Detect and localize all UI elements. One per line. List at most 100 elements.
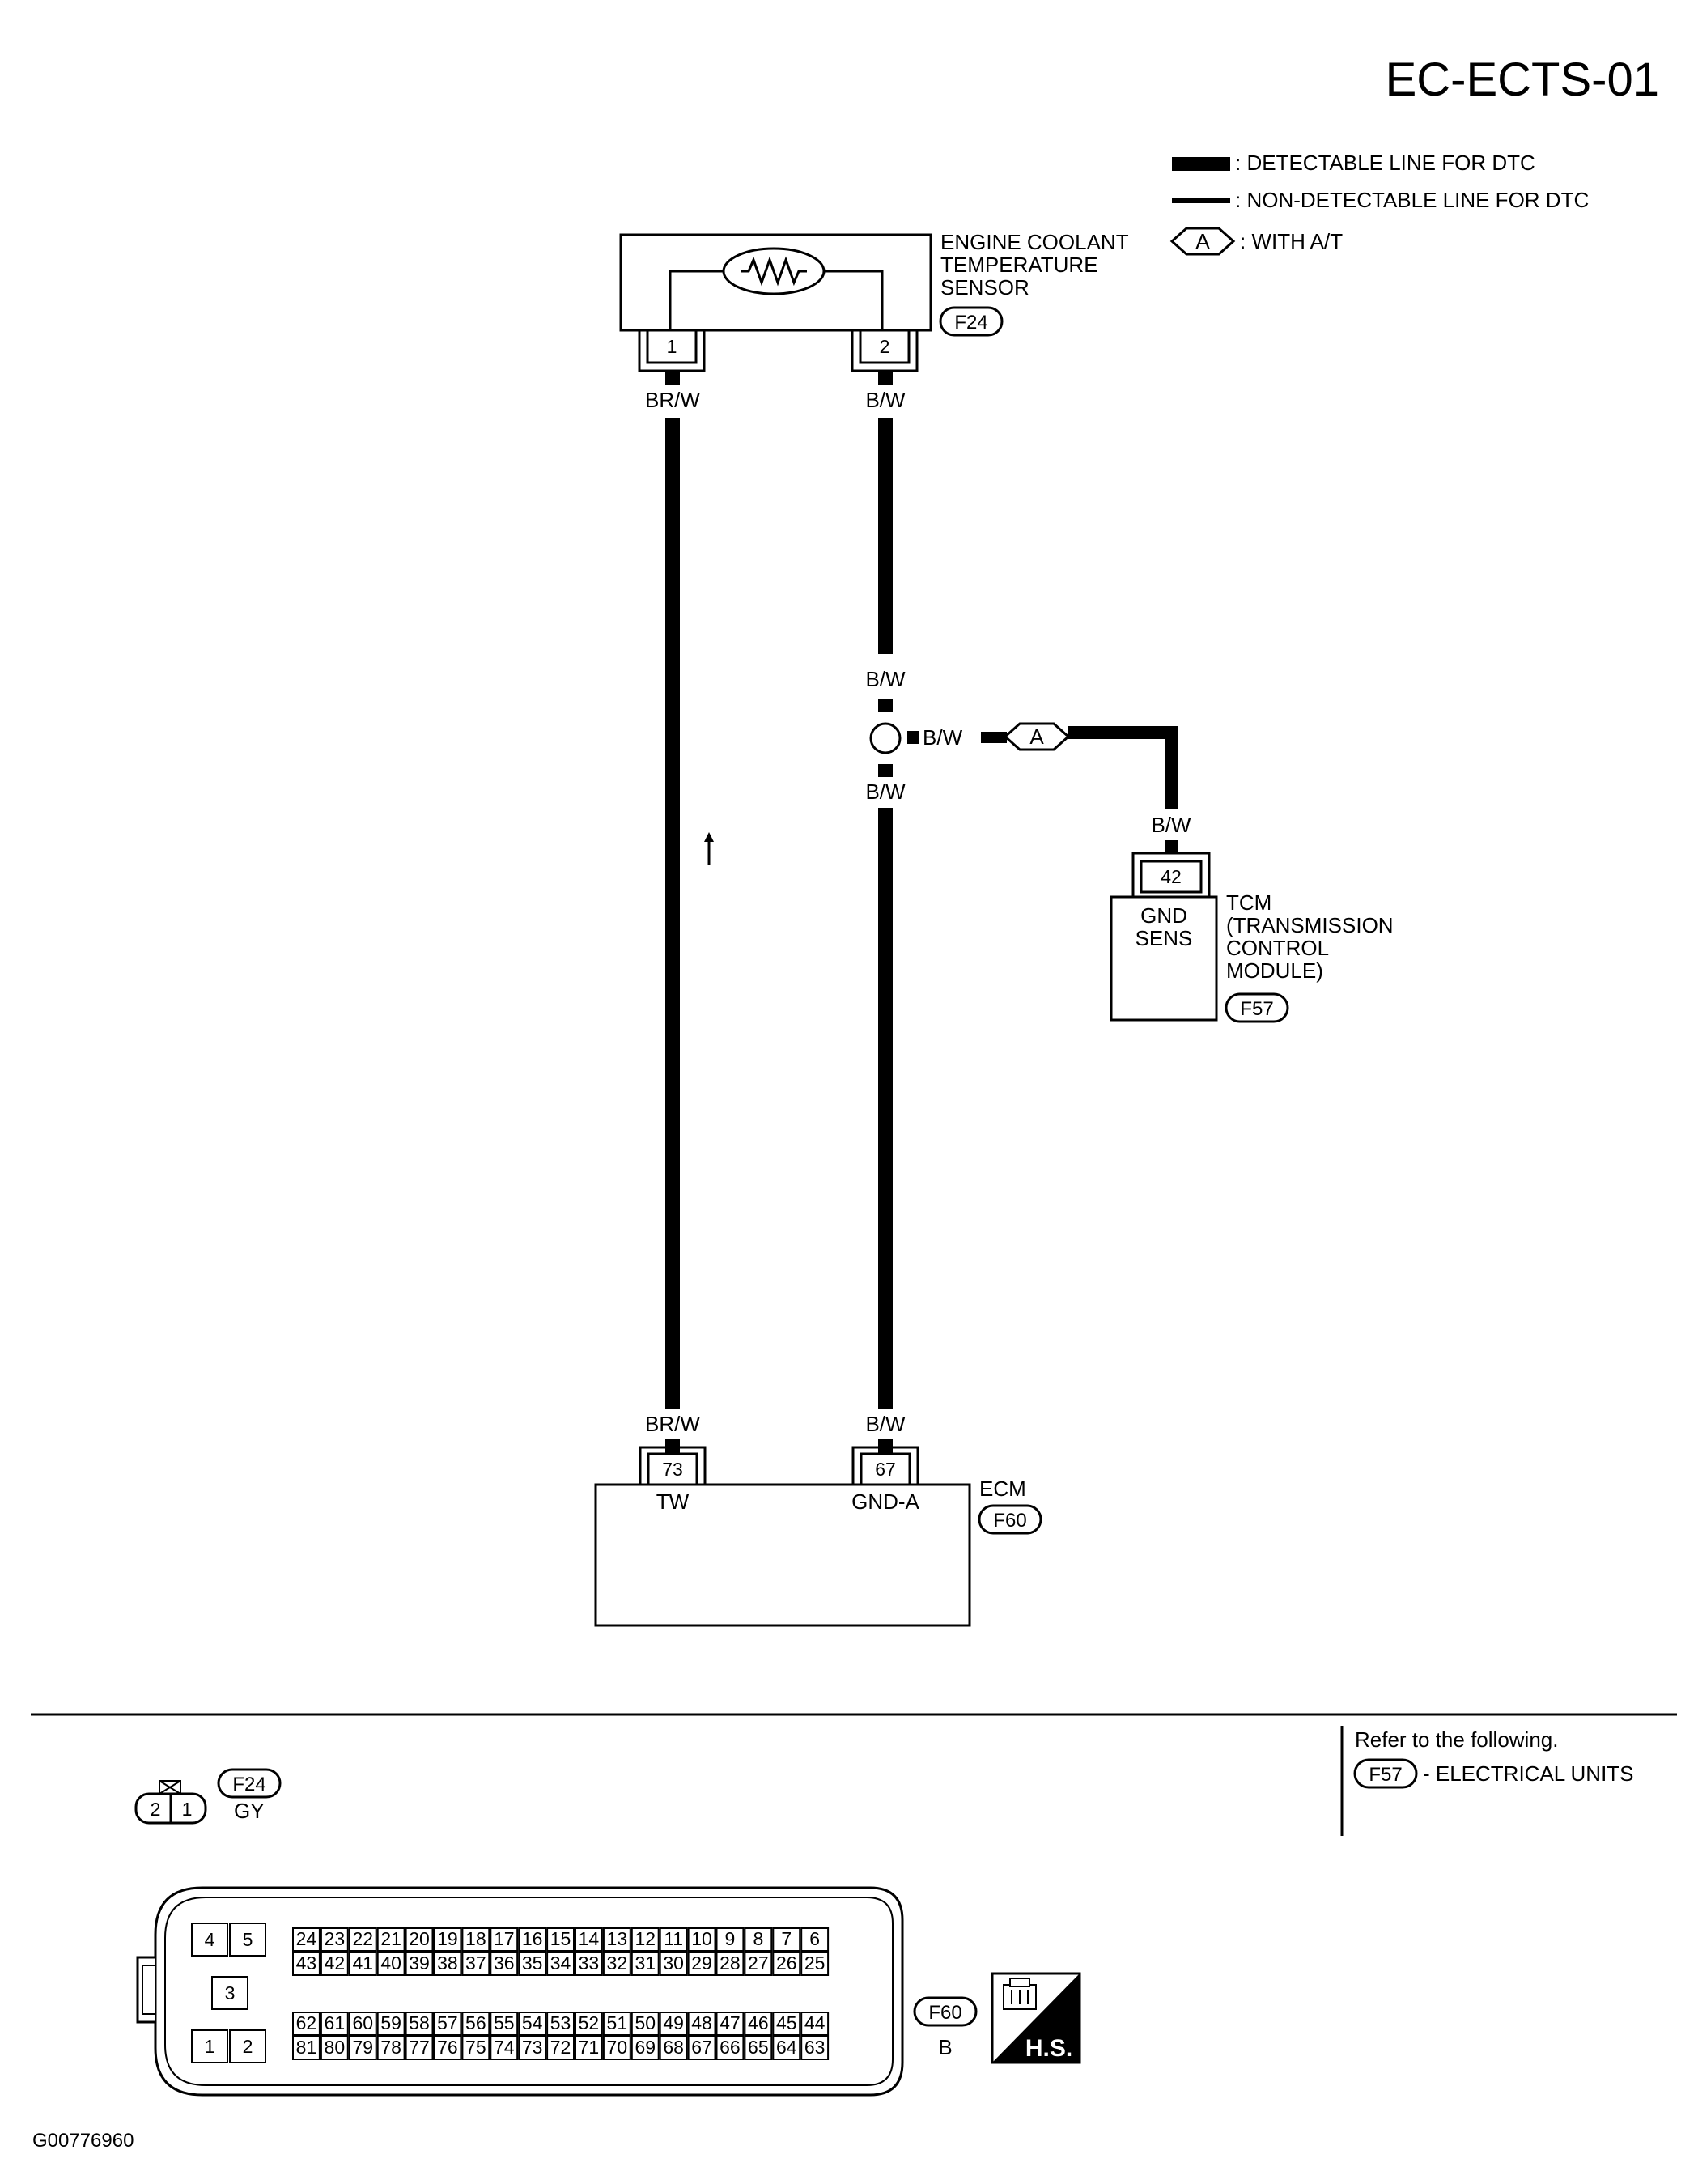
f60-pin-cell: [292, 2012, 320, 2036]
f60-pin-cell: [602, 1927, 631, 1952]
sensor-connector-tag: [939, 306, 1004, 337]
arrow-mark: [704, 832, 714, 865]
f60-pin-cell: [546, 1927, 575, 1952]
f60-pin-cell: [744, 2036, 773, 2060]
legend-option-letter: A: [1195, 229, 1210, 253]
f60-pin-cell: [800, 2036, 830, 2060]
f60-pin-number: 68: [663, 2037, 684, 2058]
branch-dash: [981, 732, 1007, 743]
f60-pin-number: 28: [720, 1952, 741, 1974]
f60-pin-number: 6: [809, 1928, 820, 1949]
f60-pin-number: 52: [579, 2012, 600, 2033]
f60-pin-cell: [518, 2036, 547, 2060]
f60-pin-cell: [715, 2036, 745, 2060]
f60-pin-number: 47: [720, 2012, 741, 2033]
f60-pin-number: 10: [691, 1928, 712, 1949]
f60-connector-tag: [913, 1996, 978, 2027]
wire-b-w-label-top: B/W: [865, 388, 906, 412]
f60-pin-number: 81: [296, 2037, 317, 2058]
f60-pin-cell: [433, 2012, 462, 2036]
wire-br-w-stub-top: [665, 371, 680, 385]
refer-line1: Refer to the following.: [1355, 1727, 1558, 1752]
f60-pin-number: 17: [494, 1928, 515, 1949]
tcm-name-line1: TCM: [1226, 890, 1271, 915]
branch-wire-label: B/W: [923, 725, 963, 750]
f60-pin-cell: [433, 2036, 462, 2060]
branch-wire-to-tcm: [1068, 726, 1178, 809]
f60-pin-number: 65: [748, 2037, 769, 2058]
f60-pin-cell: [461, 2036, 490, 2060]
f60-pin-number: 7: [781, 1928, 792, 1949]
f60-pin-number: 22: [352, 1928, 373, 1949]
f60-pin-number: 16: [522, 1928, 543, 1949]
f60-pin-number: 56: [465, 2012, 486, 2033]
f60-pin-number: 19: [437, 1928, 458, 1949]
f60-color: B: [938, 2035, 952, 2059]
f60-pin-cell: [348, 2012, 377, 2036]
f60-pin-number: 27: [748, 1952, 769, 1974]
f24-lock-cross-b: [159, 1780, 181, 1795]
f60-pin-cell: [348, 1927, 377, 1952]
tcm-function-line2: SENS: [1136, 926, 1193, 950]
sensor-pin2-box: [859, 329, 911, 364]
f60-pin-cell: [715, 1927, 745, 1952]
ecm-name: ECM: [979, 1477, 1026, 1501]
f60-pin-number: 35: [522, 1952, 543, 1974]
f60-pin-cell: [602, 2036, 631, 2060]
f60-pin-number: 38: [437, 1952, 458, 1974]
f60-pin-number: 69: [635, 2037, 656, 2058]
f60-latch: [136, 1956, 155, 2024]
f60-pin-number: 55: [494, 2012, 515, 2033]
f60-pin-number: 43: [296, 1952, 317, 1974]
tcm-wire-stub: [1165, 840, 1178, 853]
f60-pin-cell: [630, 2036, 660, 2060]
f60-pin-number: 26: [776, 1952, 797, 1974]
ecm-func-gnd: GND-A: [851, 1489, 919, 1514]
f60-pin-cell: [659, 2012, 688, 2036]
f60-pin-1: 1: [205, 2036, 215, 2057]
f60-pin-number: 76: [437, 2037, 458, 2058]
f60-pin-number: 20: [409, 1928, 430, 1949]
f60-pin-cell: [800, 1927, 830, 1952]
sensor-pin2-number: 2: [880, 336, 890, 357]
f60-pin-number: 40: [380, 1952, 401, 1974]
tcm-name-line3: CONTROL: [1226, 936, 1329, 960]
f24-connector-face: F24 2 1 GY: [134, 1768, 282, 1825]
wire-b-w-upper-segment: [878, 418, 893, 654]
tcm-name-line2: (TRANSMISSION: [1226, 913, 1394, 937]
f60-pin-cell: [292, 1952, 320, 1976]
f60-pin-number: 31: [635, 1952, 656, 1974]
f60-pin-cell: [602, 1952, 631, 1976]
f24-connector-tag: [217, 1768, 282, 1799]
f60-pin-cell: [546, 1952, 575, 1976]
f60-pin-cell: [630, 1927, 660, 1952]
ecm-connector-id: F60: [993, 1510, 1026, 1532]
f60-pin-number: 74: [494, 2037, 515, 2058]
f60-pin-number: 71: [579, 2037, 600, 2058]
footer-code: G00776960: [32, 2130, 134, 2152]
f60-latch-inner: [142, 1965, 156, 2015]
f24-pin-1: 1: [182, 1799, 193, 1820]
f60-pin-number: 49: [663, 2012, 684, 2033]
f60-pin-number: 79: [352, 2037, 373, 2058]
f60-pin-cell: [630, 2012, 660, 2036]
tcm-function-line1: GND: [1140, 903, 1187, 928]
f60-pin-cell: [433, 1927, 462, 1952]
splice-stub-top: [878, 699, 893, 712]
f60-pin-number: 75: [465, 2037, 486, 2058]
ecm-pin73-bracket: [639, 1446, 707, 1485]
sensor-name-line1: ENGINE COOLANT: [940, 230, 1129, 254]
f60-pin-number: 53: [550, 2012, 571, 2033]
f60-pin-number: 58: [409, 2012, 430, 2033]
f60-housing-outer: [154, 1886, 904, 2097]
hs-badge-text: H.S.: [1025, 2035, 1072, 2062]
coolant-temperature-sensor: ENGINE COOLANT TEMPERATURE SENSOR F24 1 …: [619, 230, 1129, 372]
tcm-connector-id: F57: [1240, 998, 1273, 1020]
f60-pin-number: 37: [465, 1952, 486, 1974]
tcm-pin-bracket: [1131, 852, 1211, 897]
ecm-connector-tag: [978, 1504, 1042, 1535]
f60-pin-number: 44: [804, 2012, 826, 2033]
f60-pin-cell: [405, 1952, 434, 1976]
f60-pin-cell: [772, 2036, 801, 2060]
